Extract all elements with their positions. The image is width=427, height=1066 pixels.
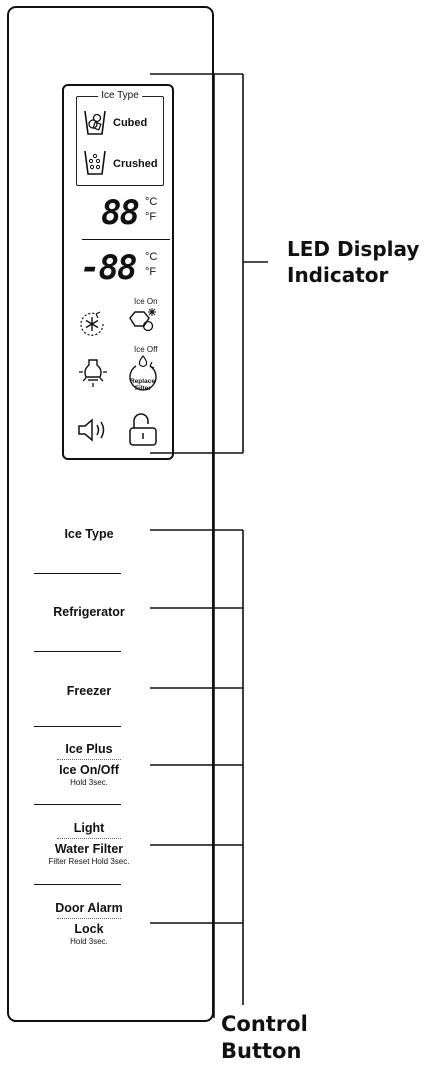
lock-icon [129,413,157,446]
cubed-label: Cubed [113,117,148,129]
ice-off-label: Ice Off [134,345,158,354]
dotted-divider [57,918,121,919]
fridge-unit-c: °C [145,196,158,208]
lock-label: Lock [74,922,104,936]
freezer-temp-digits: -88 [80,248,137,288]
ice-type-button-label: Ice Type [64,527,114,541]
replace-filter-text-1: Replace [130,378,155,385]
ice-on-label: Ice On [134,297,158,306]
button-separator [34,573,121,574]
water-filter-label: Water Filter [54,842,124,856]
ice-type-box: Ice Type Cubed Crushed [76,90,164,186]
freezer-unit-f: °F [145,266,157,278]
freezer-unit-c: °C [145,251,158,263]
replace-filter-text-2: Filter [135,385,151,392]
refrigerator-button-label: Refrigerator [53,605,125,619]
led-display-callout: LED Display Indicator [287,236,419,288]
fridge-unit-f: °F [145,211,157,223]
ice-plus-button[interactable]: Ice Plus Ice On/Off Hold 3sec. [19,741,159,788]
ice-on-off-label: Ice On/Off [59,763,119,777]
button-separator [34,884,121,885]
ice-type-title: Ice Type [98,90,142,101]
refrigerator-button[interactable]: Refrigerator [19,604,159,620]
crushed-ice-icon [84,150,106,175]
ice-on-off-hint: Hold 3sec. [70,778,108,787]
dotted-divider [57,838,121,839]
ice-maker-on-icon [129,308,156,332]
dotted-divider [57,759,121,760]
button-separator [34,651,121,652]
button-separator [34,726,121,727]
light-button[interactable]: Light Water Filter Filter Reset Hold 3se… [19,820,159,867]
water-filter-hint: Filter Reset Hold 3sec. [48,857,130,866]
cubed-ice-icon [84,110,106,135]
led-callout-line-1: LED Display [287,237,420,261]
door-alarm-button[interactable]: Door Alarm Lock Hold 3sec. [19,900,159,947]
control-button-callout: Control Button [221,1011,308,1065]
ice-plus-icon [80,311,104,336]
light-button-label: Light [73,821,105,835]
control-panel: Ice Type Cubed Crushed 88 °C °F -88 ° [7,6,214,1022]
lock-hint: Hold 3sec. [70,937,108,946]
fridge-temp-digits: 88 [101,193,140,233]
control-callout-line-2: Button [221,1039,302,1063]
freezer-button-label: Freezer [66,684,112,698]
button-separator [34,804,121,805]
ice-type-button[interactable]: Ice Type [19,526,159,542]
led-display: Ice Type Cubed Crushed 88 °C °F -88 ° [62,84,174,460]
door-alarm-icon [78,418,105,442]
light-icon [79,359,107,387]
replace-filter-icon [129,355,157,391]
freezer-button[interactable]: Freezer [19,683,159,699]
led-callout-line-2: Indicator [287,263,389,287]
display-divider [82,239,170,240]
door-alarm-button-label: Door Alarm [55,901,123,915]
crushed-label: Crushed [113,158,158,170]
ice-plus-button-label: Ice Plus [65,742,113,756]
control-callout-line-1: Control [221,1012,308,1036]
